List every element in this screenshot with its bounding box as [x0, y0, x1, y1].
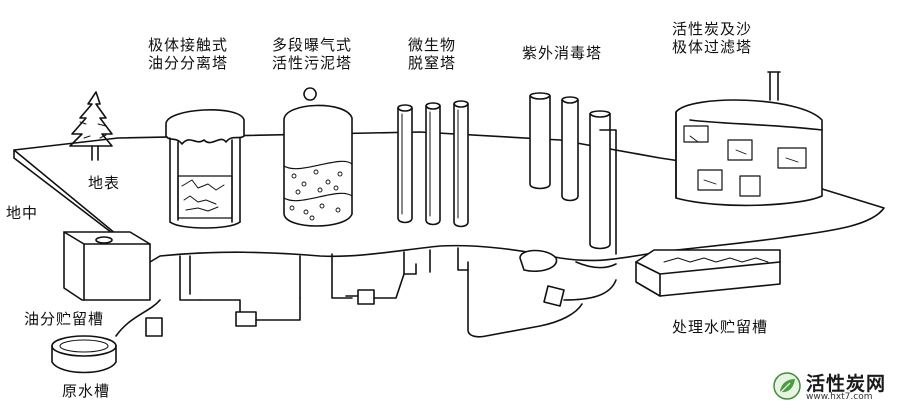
denitrification-tower	[397, 100, 469, 275]
underground-label: 地中	[6, 204, 39, 222]
activated-sludge-tower	[283, 87, 353, 299]
tree-icon	[69, 91, 113, 161]
tower3-label: 微生物 脱窒塔	[408, 36, 456, 72]
tower1-label: 极体接触式 油分分离塔	[148, 36, 228, 72]
site-watermark: 活性炭网 www.hxt7.com	[772, 369, 898, 405]
tower5-label-line1: 活性炭及沙	[672, 20, 753, 38]
watermark-name: 活性炭网	[806, 373, 887, 395]
tower5-label: 活性炭及沙 极体过滤塔	[672, 20, 752, 56]
tower2-label: 多段曝气式 活性污泥塔	[272, 36, 352, 72]
raw-tank-label: 原水槽	[62, 382, 111, 400]
tower3-label-line2: 脱窒塔	[408, 54, 457, 72]
oil-tank-label: 油分贮留槽	[24, 310, 105, 328]
leaf-logo-icon	[773, 372, 801, 400]
uv-disinfection-tower	[529, 92, 617, 255]
tower2-label-line2: 活性污泥塔	[272, 54, 353, 72]
tower1-label-line1: 极体接触式	[148, 36, 229, 54]
tower2-label-line1: 多段曝气式	[272, 36, 353, 54]
oil-separation-tower	[165, 109, 245, 301]
oil-storage-tank	[63, 231, 151, 301]
treated-tank-label: 处理水贮留槽	[672, 318, 769, 336]
underground-piping	[115, 249, 617, 338]
tower3-label-line1: 微生物	[408, 36, 457, 54]
watermark-url: www.hxt7.com	[806, 392, 873, 402]
tower1-label-line2: 油分分离塔	[148, 54, 229, 72]
tower5-label-line2: 极体过滤塔	[672, 38, 753, 56]
treated-water-tank	[635, 249, 781, 297]
filtration-building	[675, 71, 823, 207]
tower4-label: 紫外消毒塔	[522, 44, 603, 62]
raw-water-tank	[51, 335, 117, 374]
surface-label: 地表	[88, 174, 121, 192]
